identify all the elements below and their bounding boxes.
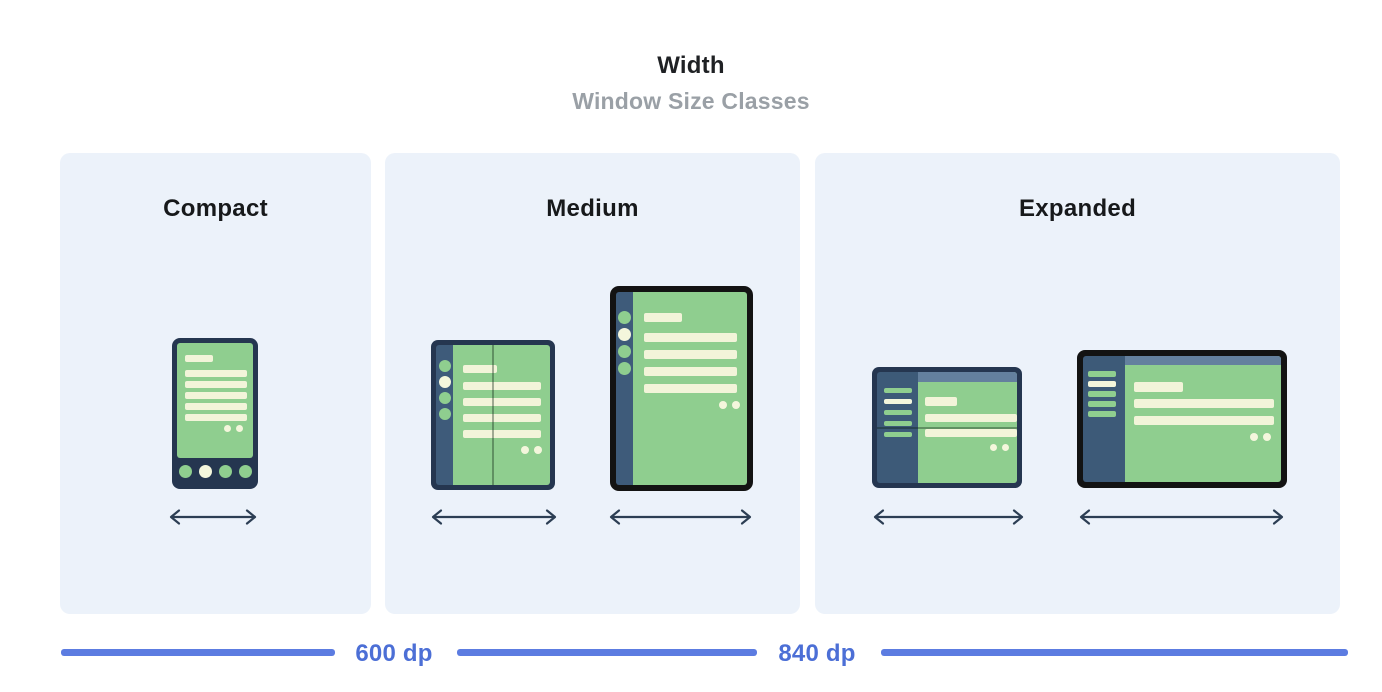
content-line [185,392,247,399]
action-dots [185,425,243,432]
diagram-subtitle: Window Size Classes [572,88,810,114]
width-arrow-icon [1079,509,1284,525]
content-line [644,384,737,393]
panel-medium-label: Medium [546,195,639,222]
content-line [644,367,737,376]
content-line [463,382,541,390]
content-line [463,365,497,373]
content-line [185,414,247,421]
content-line [925,429,1017,437]
foldable-screen [918,372,1017,483]
desktop-screen [1125,356,1281,482]
panel-compact: Compact [60,153,371,614]
action-dots [1134,433,1271,441]
content-line [185,403,247,410]
width-arrow-icon [431,509,557,525]
diagram-title: Width [657,52,725,79]
foldable-portrait-illustration [431,340,555,490]
panel-compact-label: Compact [163,195,268,222]
width-arrow-icon [169,509,257,525]
content-line [925,397,957,406]
action-dots [463,446,542,454]
content-line [644,313,682,322]
breakpoint-600dp-label: 600 dp [355,640,433,667]
tablet-screen [633,292,747,485]
width-arrow-icon [609,509,752,525]
content-line [1134,382,1183,392]
nav-rail [616,292,633,485]
foldable-landscape-illustration [872,367,1022,488]
content-line [1134,399,1274,408]
content-line [644,333,737,342]
content-line [463,414,541,422]
phone-illustration [172,338,258,489]
panel-medium: Medium [385,153,800,614]
content-line [644,350,737,359]
nav-rail [436,345,453,485]
phone-screen [177,343,253,458]
axis-line-segment [61,649,335,656]
action-dots [644,401,740,409]
axis-line-segment [881,649,1348,656]
breakpoint-840dp-label: 840 dp [778,640,856,667]
sidebar-menu [877,372,918,483]
content-line [463,430,541,438]
content-line [185,355,213,362]
content-line [463,398,541,406]
panel-expanded: Expanded [815,153,1340,614]
content-line [185,381,247,388]
app-top-bar [918,372,1017,382]
desktop-landscape-illustration [1077,350,1287,488]
content-line [1134,416,1274,425]
axis-line-segment [457,649,757,656]
foldable-screen [453,345,550,485]
app-top-bar [1125,356,1281,365]
content-line [925,414,1017,422]
sidebar-menu [1083,356,1125,482]
fold-crease [877,426,1017,429]
width-arrow-icon [873,509,1024,525]
fold-crease [492,345,494,485]
panel-expanded-label: Expanded [1018,195,1137,222]
tablet-portrait-illustration [610,286,753,491]
phone-nav-bar [177,458,253,484]
content-line [185,370,247,377]
action-dots [925,444,1009,451]
